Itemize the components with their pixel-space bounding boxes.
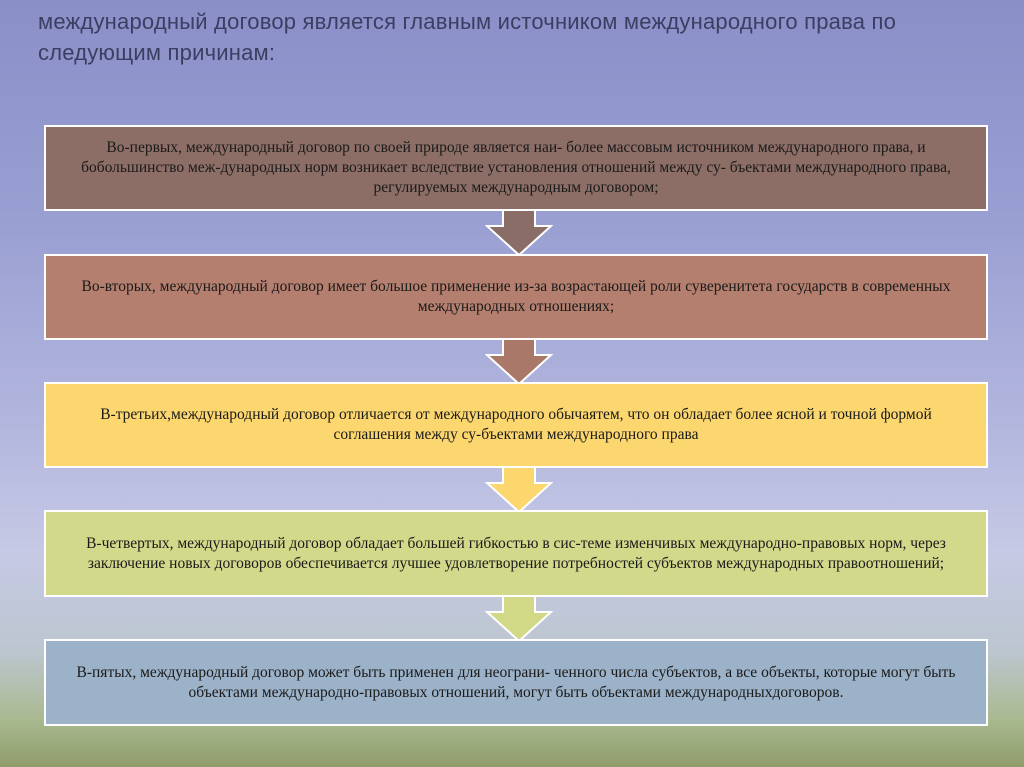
reason-box-1: Во-первых, международный договор по свое… bbox=[44, 125, 988, 211]
down-arrow-icon bbox=[485, 596, 553, 642]
reason-text-1: Во-первых, международный договор по свое… bbox=[81, 139, 951, 196]
reason-box-3: В-третьих,международный договор отличает… bbox=[44, 382, 988, 468]
reason-text-2: Во-вторых, международный договор имеет б… bbox=[81, 278, 951, 315]
reason-text-5: В-пятых, международный договор может быт… bbox=[76, 663, 956, 701]
reason-text-3: В-третьих,международный договор отличает… bbox=[100, 406, 932, 443]
reason-box-2: Во-вторых, международный договор имеет б… bbox=[44, 254, 988, 340]
reason-box-4: В-четвертых, международный договор облад… bbox=[44, 510, 988, 597]
down-arrow-icon bbox=[485, 210, 553, 256]
reason-text-4: В-четвертых, международный договор облад… bbox=[86, 534, 946, 572]
reason-box-5: В-пятых, международный договор может быт… bbox=[44, 639, 988, 726]
down-arrow-icon bbox=[485, 339, 553, 385]
slide-title: международный договор является главным и… bbox=[38, 9, 897, 65]
down-arrow-icon bbox=[485, 467, 553, 513]
